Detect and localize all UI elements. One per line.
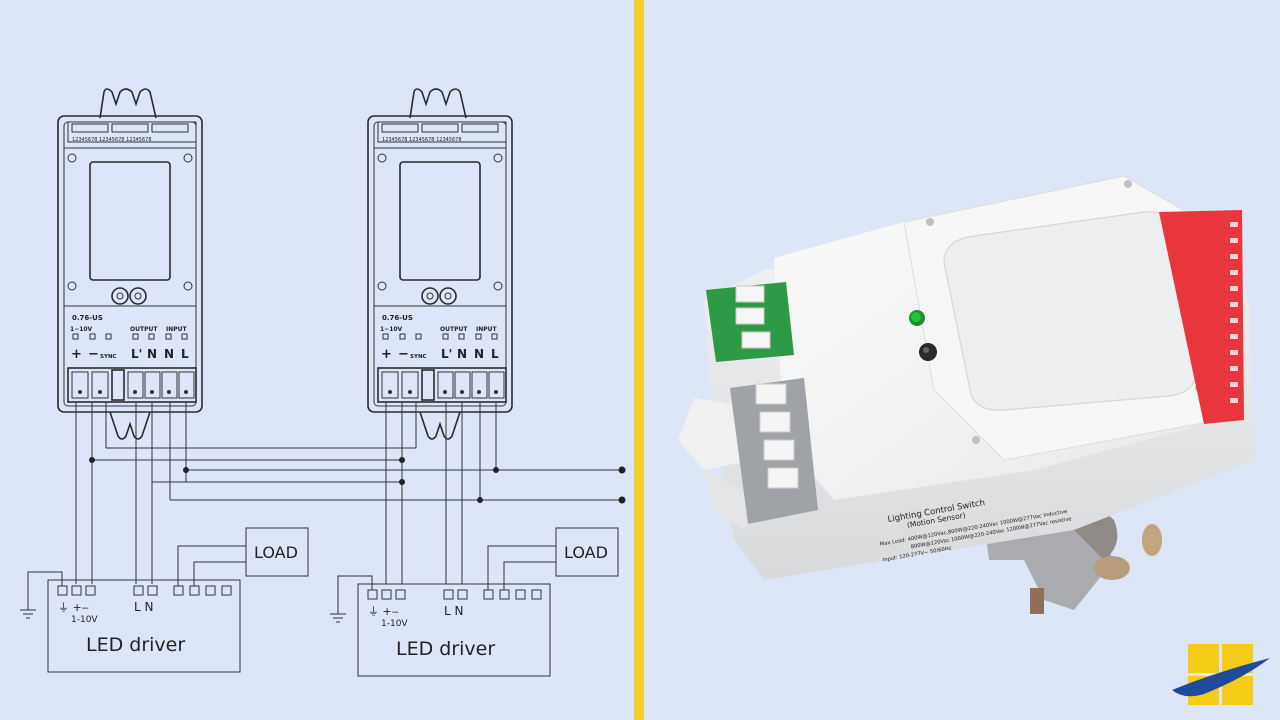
term-l-in: L: [181, 347, 189, 361]
dip-labels: 12345678 12345678 12345678: [382, 137, 462, 143]
wiring: [75, 402, 622, 584]
driver-dim-label: 1-10V: [381, 619, 408, 629]
dim-group-label: 1~10V: [70, 326, 93, 333]
input-group-label: INPUT: [166, 326, 188, 333]
term-sync: SYNC: [100, 354, 117, 360]
dip-switch-strip: [1159, 210, 1244, 424]
term-n-in: N: [164, 347, 174, 361]
dim-group-label: 1~10V: [380, 326, 403, 333]
dip-switch-row-1: [71, 123, 189, 133]
term-minus: −: [398, 347, 409, 362]
sensor-unit-1: 12345678 12345678 12345678 0.76-US 1~10V…: [57, 88, 203, 440]
driver-dim-symbols: ⏚ +‒: [58, 601, 89, 614]
term-l-prime: L': [441, 347, 452, 361]
grey-terminal-block: [730, 378, 818, 524]
driver-title: LED driver: [396, 638, 495, 660]
wiring-diagram-panel: 12345678 12345678 12345678 0.76-US 1~10V…: [0, 0, 634, 720]
term-minus: −: [88, 347, 99, 362]
load-label: LOAD: [254, 543, 298, 562]
status-led-light: [911, 312, 921, 322]
driver-dim-symbols: ⏚ +‒: [368, 605, 399, 618]
output-group-label: OUTPUT: [130, 326, 158, 333]
term-n-out: N: [457, 347, 467, 361]
output-group-label: OUTPUT: [440, 326, 468, 333]
led-driver-2: ⏚ +‒ 1-10V L N LED driver LOAD: [330, 527, 619, 677]
term-plus: +: [71, 347, 82, 362]
green-terminal-block: [706, 282, 794, 362]
term-l-in: L: [491, 347, 499, 361]
driver-title: LED driver: [86, 634, 185, 656]
yellow-divider: [634, 0, 644, 720]
product-photo-panel: Lighting Control Switch (Motion Sensor) …: [644, 0, 1280, 720]
brand-logo: [1172, 644, 1270, 705]
sensor-lens-window: [943, 211, 1197, 411]
term-l-prime: L': [131, 347, 142, 361]
input-group-label: INPUT: [476, 326, 498, 333]
sensor-model-label: 0.76-US: [72, 314, 103, 322]
sensor-unit-2: 12345678 12345678 12345678 0.76-US 1~10V…: [367, 88, 513, 440]
driver-dim-label: 1-10V: [71, 615, 98, 625]
dip-switch-row-2: [381, 123, 499, 133]
motion-sensor-product: Lighting Control Switch (Motion Sensor) …: [678, 175, 1270, 705]
term-n-out: N: [147, 347, 157, 361]
term-plus: +: [381, 347, 392, 362]
led-driver-1: ⏚ +‒ 1-10V L N LED driver LOAD: [20, 527, 309, 673]
driver-ln-label: L N: [444, 604, 463, 618]
wiring-diagram: 12345678 12345678 12345678 0.76-US 1~10V…: [20, 88, 626, 677]
driver-ln-label: L N: [134, 600, 153, 614]
dip-labels: 12345678 12345678 12345678: [72, 137, 152, 143]
sensor-model-label: 0.76-US: [382, 314, 413, 322]
term-n-in: N: [474, 347, 484, 361]
terminal-block: [377, 367, 507, 403]
term-sync: SYNC: [410, 354, 427, 360]
terminal-block: [67, 367, 197, 403]
junction-dots: [89, 457, 626, 504]
load-label: LOAD: [564, 543, 608, 562]
